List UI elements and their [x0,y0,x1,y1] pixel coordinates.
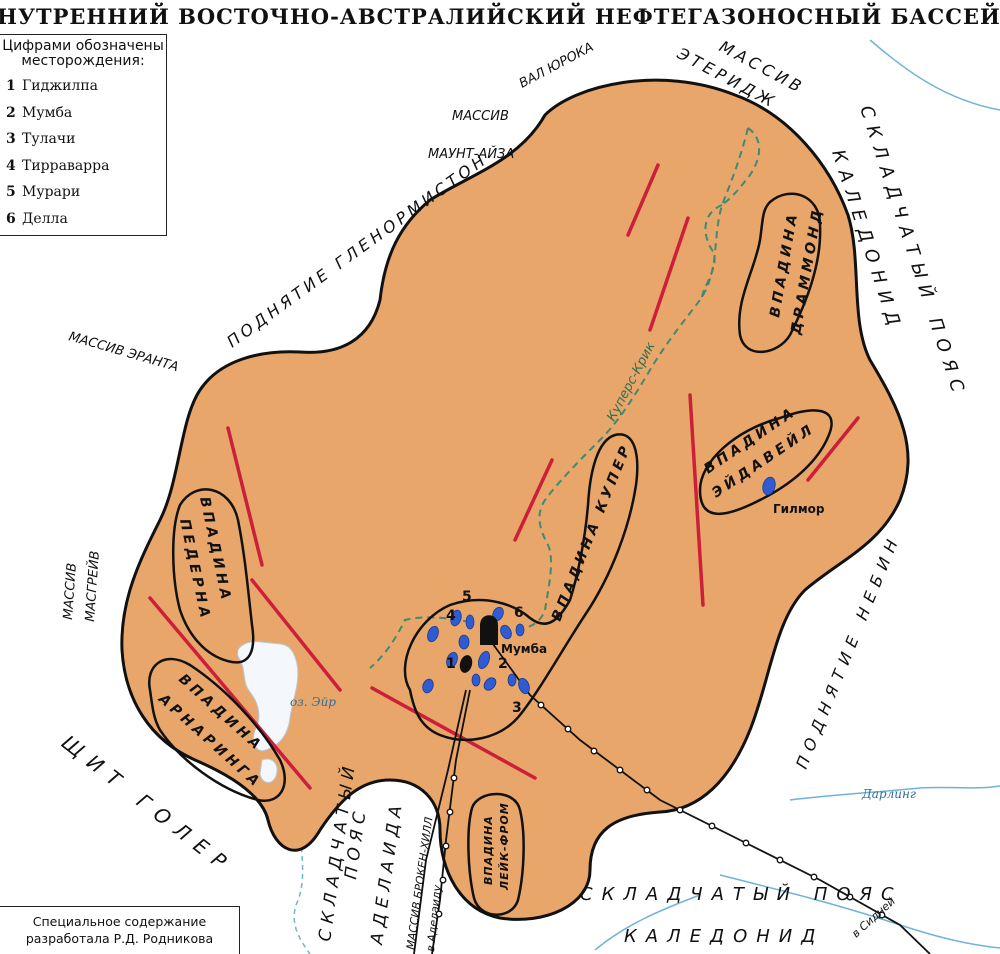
fault-4 [688,393,705,607]
lake-eyre-label: оз. Эйр [290,695,336,709]
vpadina-drummond-outline [737,192,822,354]
poyas-south-label-2: КАЛЕДОНИД [624,926,824,947]
lake-eyre-south [259,758,278,783]
massiv-masgreiv-label-2: МАСГРЕЙВ [82,550,103,622]
fault-2 [648,216,690,332]
massiv-maunt-label-1: МАССИВ [452,109,509,124]
river-southeast [719,874,1000,949]
vpadina-leik-label-1: ВПАДИНА [482,815,495,885]
legend-item-number: 1 [6,78,16,94]
to-adelaide-label: в Аделаиду [424,884,444,952]
legend-item: 2 Мумба [6,100,166,127]
pipeline-to-sydney [489,639,931,954]
creek-branch-2 [721,127,761,206]
legend-heading: Цифрами обозначены месторождения: [2,38,164,69]
vpadina-pederna-outline [171,488,255,664]
creek-branch-1 [700,204,723,301]
legend-item-name: Тирраварра [22,157,110,174]
field-number-5: 5 [462,589,472,605]
gidzhilpa-marker [459,655,473,673]
field-number-2: 2 [498,656,508,672]
field-number-3: 3 [512,700,522,716]
vpadina-kuper-outline [403,433,639,742]
lake-eyre [237,641,299,752]
legend-item-number: 2 [6,104,16,121]
fault-3 [513,458,554,542]
river-south [594,894,701,951]
fault-9 [370,686,537,780]
legend-item-name: Мурари [22,184,81,200]
vpadina-leik-outline [467,792,525,916]
mumba-city-label: Мумба [501,642,547,656]
field-numbers: 1 2 3 4 5 6 [446,589,524,716]
legend: Цифрами обозначены месторождения: 1 Гиджи… [0,34,167,236]
pipeline-markers [435,701,886,919]
field-black-markers [459,615,498,673]
mumba-marker [480,615,498,645]
legend-item: 5 Мурари [6,179,166,206]
darling-label: Дарлинг [861,787,916,801]
river-southwest [293,819,311,954]
field-number-4: 4 [446,608,456,624]
credit-line-2: разработала Р.Д. Родникова [25,931,214,946]
legend-item-number: 5 [6,184,16,200]
faults [148,163,860,790]
field-number-1: 1 [446,656,456,672]
fault-7 [250,578,342,692]
legend-list: 1 Гиджилпа 2 Мумба 3 Тулачи 4 Тирраварра 5 Му… [0,73,166,232]
legend-item-name: Гиджилпа [22,78,99,94]
map-title: ВНУТРЕННИЙ ВОСТОЧНО-АВСТРАЛИЙСКИЙ НЕФТЕГ… [0,3,1000,29]
legend-item-number: 6 [6,210,16,227]
legend-item-number: 3 [6,131,16,147]
legend-item-name: Мумба [22,104,73,121]
legend-item-name: Делла [22,210,68,227]
val-yuroka-label: ВАЛ ЮРОКА [517,40,596,92]
poyas-adelaida-label-3: АДЕЛАИДА [367,799,407,947]
gilmor-label: Гилмор [773,502,825,516]
gas-fields [422,476,776,695]
pipeline-to-adelaide-a [431,689,471,954]
vpadina-eidaveil-outline [698,409,833,515]
pipelines [413,639,931,954]
basin-area [120,78,910,921]
legend-item: 3 Тулачи [6,126,166,153]
pipeline-to-adelaide-b [413,689,467,954]
credit-box: Специальное содержание разработала Р.Д. … [0,906,240,954]
depressions [147,192,833,916]
fault-5 [806,416,860,482]
river-darling [789,785,1000,801]
rivers [293,39,1000,954]
legend-item: 1 Гиджилпа [6,73,166,100]
legend-item-name: Тулачи [22,131,76,147]
fault-1 [626,163,660,237]
poyas-south-label-1: СКЛАДЧАТЫЙ ПОЯС [580,883,903,905]
massiv-masgreiv-label-1: МАССИВ [61,562,80,620]
legend-item-number: 4 [6,157,16,174]
field-number-6: 6 [514,605,524,621]
river-northeast [869,39,1000,111]
massiv-eranta-label: МАССИВ ЭРАНТА [67,329,180,375]
vpadina-leik-label-2: ЛЕЙК-ФРОМ [498,802,511,891]
fault-8 [148,596,312,790]
vpadina-arnaringa-outline [147,657,286,803]
legend-item: 6 Делла [6,206,166,233]
fault-6 [226,426,264,567]
credit-line-1: Специальное содержание [32,914,207,929]
legend-item: 4 Тирраварра [6,153,166,180]
massiv-maunt-label-2: МАУНТ-АЙЗА [428,146,514,162]
